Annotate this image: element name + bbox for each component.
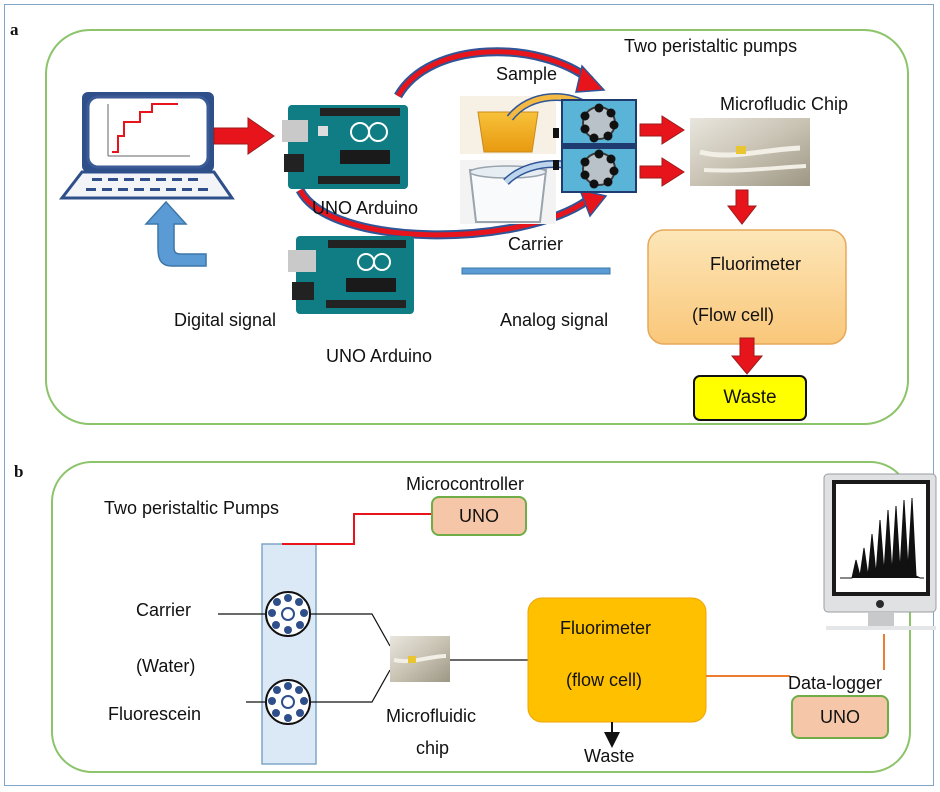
peristaltic-pump-icon-a: [553, 99, 637, 193]
chip-label-a: Microfludic Chip: [720, 94, 849, 114]
waste-label-b: Waste: [584, 746, 635, 766]
peristaltic-pump-icon-b1: [265, 591, 311, 637]
panel-a-letter: a: [10, 20, 19, 39]
carrier-label-b: Carrier: [136, 600, 192, 620]
flowcell-label-a: (Flow cell): [692, 305, 775, 325]
uno-label-bottom: UNO: [820, 706, 860, 727]
curved-arrow-top: [394, 47, 593, 99]
digital-signal-label: Digital signal: [174, 310, 277, 330]
arrow-chip-to-fluorimeter: [726, 189, 758, 225]
microcontroller-wire: [282, 513, 432, 545]
microfluidic-chip-photo-b: [390, 636, 450, 682]
figure-frame: [4, 4, 934, 786]
panel-a-border: [45, 29, 909, 425]
peristaltic-pump-icon-b2: [265, 679, 311, 725]
chip-label-b1: Microfluidic: [386, 706, 477, 726]
uno-box-top: [431, 496, 527, 536]
arduino-board-icon-2: [288, 236, 414, 314]
carrier-label-a: Carrier: [508, 234, 564, 254]
beaker-icon-sample: [460, 96, 556, 154]
pumps-title-a: Two peristaltic pumps: [624, 36, 798, 56]
pumps-title-b: Two peristaltic Pumps: [104, 498, 280, 518]
microfluidic-chip-photo-a: [690, 118, 810, 186]
water-label: (Water): [136, 656, 196, 676]
arrow-fluorimeter-to-waste: [730, 337, 764, 375]
microcontroller-label: Microcontroller: [406, 474, 525, 494]
waste-label-a: Waste: [723, 387, 777, 408]
panel-b-border: [51, 461, 911, 773]
uno-label-top: UNO: [459, 505, 499, 526]
pump-column: [261, 543, 317, 765]
laptop-icon: [58, 92, 235, 200]
beaker-icon-carrier: [460, 160, 556, 224]
arduino-label-1: UNO Arduino: [312, 198, 419, 218]
panel-b-letter: b: [14, 462, 24, 481]
arduino-board-icon: [282, 105, 408, 189]
chip-label-b2: chip: [416, 738, 450, 758]
sample-label: Sample: [496, 64, 558, 84]
fluorimeter-box-b: [527, 597, 707, 723]
fluorescein-label: Fluorescein: [108, 704, 202, 724]
waste-box-a: [693, 375, 807, 421]
arrow-laptop-to-arduino: [213, 117, 275, 155]
fluorimeter-label-a: Fluorimeter: [710, 254, 802, 274]
digital-signal-arrow: [144, 200, 207, 267]
datalogger-label: Data-logger: [788, 673, 883, 693]
monitor-icon: [823, 473, 937, 630]
arduino-label-2: UNO Arduino: [326, 346, 433, 366]
flowcell-label-b: (flow cell): [566, 670, 643, 690]
analog-signal-line: [461, 267, 611, 275]
analog-signal-label: Analog signal: [500, 310, 609, 330]
fluorimeter-box-a: [647, 229, 847, 345]
uno-box-bottom: [791, 695, 889, 739]
fluorimeter-label-b: Fluorimeter: [560, 618, 652, 638]
